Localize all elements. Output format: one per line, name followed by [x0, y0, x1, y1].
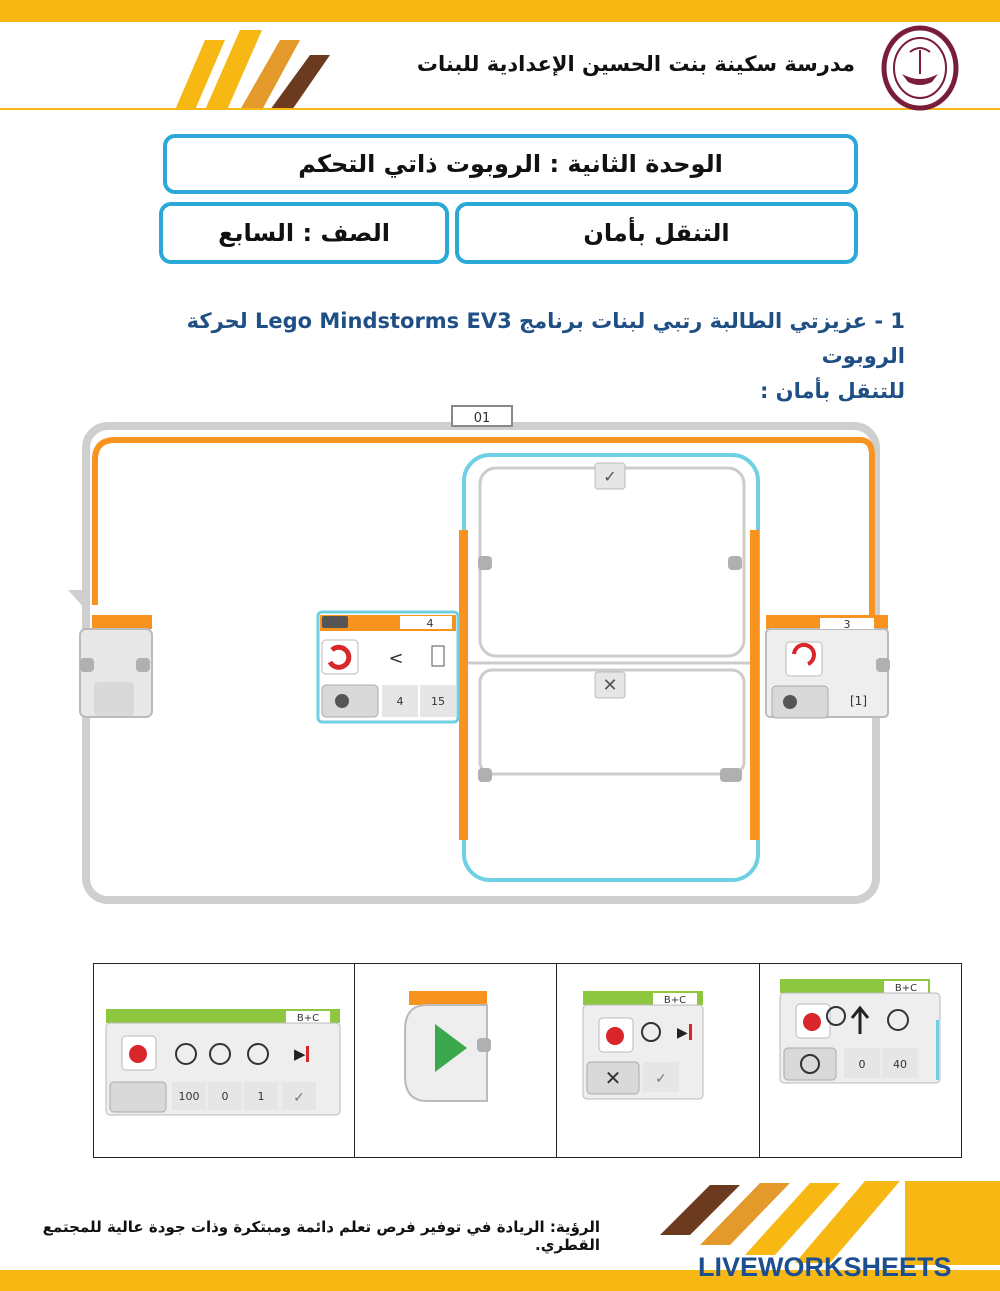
- header-decoration: [0, 18, 1000, 110]
- false-branch-mark: ✕: [602, 675, 617, 696]
- ev3-program-diagram: 01 ✓ ✕ 4 < 4 15 3 [1]: [68, 405, 890, 904]
- question-text: 1 - عزيزتي الطالبة رتبي لبنات برنامج Leg…: [105, 304, 905, 409]
- vision-statement: الرؤية: الريادة في توفير فرص تعلم دائمة …: [42, 1218, 600, 1254]
- svg-text:▶: ▶: [294, 1045, 306, 1063]
- true-branch-mark: ✓: [603, 467, 616, 486]
- block4-power: 40: [893, 1058, 907, 1071]
- unit-title: الوحدة الثانية : الروبوت ذاتي التحكم: [163, 134, 858, 194]
- start-play-icon: [435, 1024, 467, 1072]
- sensor-value-1: 4: [397, 695, 404, 708]
- block-cell-3[interactable]: B+C ▶ ✕ ✓: [556, 964, 758, 1157]
- block-cell-4[interactable]: B+C 0 40: [758, 964, 961, 1157]
- block1-steering: 0: [222, 1090, 229, 1103]
- lesson-title: التنقل بأمان: [455, 202, 858, 264]
- answer-blocks-table: B+C ▶ 100 0 1 ✓: [93, 963, 962, 1158]
- steering-value: [1]: [850, 694, 867, 708]
- liveworksheets-brand[interactable]: LIVEWORKSHEETS: [698, 1252, 952, 1282]
- footer-decoration: [600, 1175, 1000, 1265]
- svg-text:✕: ✕: [605, 1066, 622, 1090]
- svg-text:✓: ✓: [655, 1071, 667, 1087]
- bottom-accent-bar: [0, 1270, 1000, 1291]
- loop-id-label: 01: [474, 411, 491, 426]
- block-cell-2[interactable]: [354, 964, 556, 1157]
- block4-steering: 0: [858, 1058, 865, 1071]
- block1-ports: B+C: [297, 1013, 319, 1024]
- steering-port-label: 3: [844, 618, 851, 631]
- svg-text:✓: ✓: [293, 1090, 305, 1106]
- block-cell-1[interactable]: B+C ▶ 100 0 1 ✓: [94, 964, 354, 1157]
- svg-text:<: <: [388, 648, 403, 669]
- block4-ports: B+C: [895, 983, 917, 994]
- grade-label: الصف : السابع: [159, 202, 449, 264]
- question-line-2: للتنقل بأمان :: [759, 379, 905, 403]
- top-accent-bar: [0, 0, 1000, 18]
- block1-power: 100: [179, 1090, 200, 1103]
- sensor-value-2: 15: [431, 695, 445, 708]
- block3-ports: B+C: [664, 995, 686, 1006]
- switch-port-label: 4: [427, 617, 434, 630]
- svg-text:▶: ▶: [677, 1025, 688, 1041]
- block1-rotations: 1: [258, 1090, 265, 1103]
- ministry-seal-logo: [881, 25, 959, 111]
- school-name: مدرسة سكينة بنت الحسين الإعدادية للبنات: [416, 52, 855, 76]
- question-line-1: 1 - عزيزتي الطالبة رتبي لبنات برنامج Leg…: [186, 309, 905, 368]
